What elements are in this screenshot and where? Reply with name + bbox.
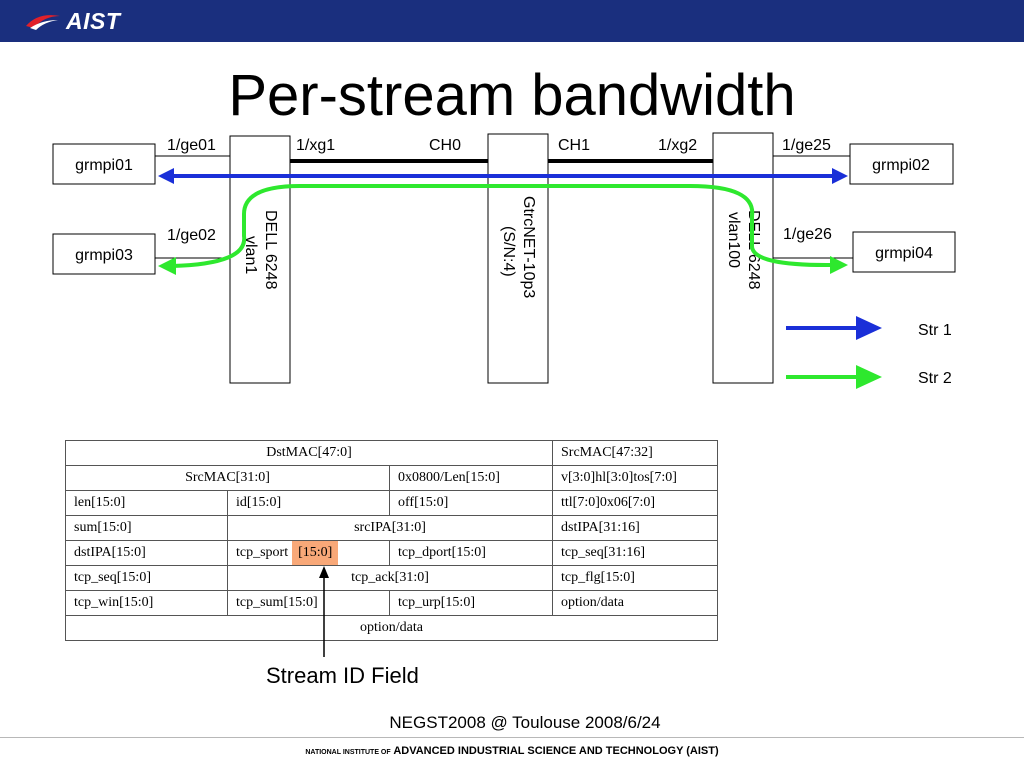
table-cell: option/data (552, 590, 718, 616)
stream1-arrow-left (158, 168, 174, 184)
port-ge26-label: 1/ge26 (783, 226, 832, 243)
port-ch0-label: CH0 (429, 137, 461, 154)
port-ge01-label: 1/ge01 (167, 137, 216, 154)
legend-stream1-label: Str 1 (918, 322, 952, 339)
table-cell: SrcMAC[47:32] (552, 440, 718, 466)
conference-note: NEGST2008 @ Toulouse 2008/6/24 (389, 713, 661, 732)
table-cell: ttl[7:0]0x06[7:0] (552, 490, 718, 516)
host-grmpi04-box (852, 231, 956, 273)
svg-text:DELL 6248: DELL 6248 (262, 210, 279, 290)
port-ge02-label: 1/ge02 (167, 227, 216, 244)
switch-dell-left-label: DELL 6248 vlan1 (242, 210, 279, 290)
aist-logo: AIST (24, 6, 120, 36)
table-cell: tcp_seq[15:0] (65, 565, 228, 591)
host-grmpi01-box (52, 143, 156, 185)
table-cell: SrcMAC[31:0] (65, 465, 390, 491)
legend-stream1-arrow (856, 316, 882, 340)
table-cell: id[15:0] (227, 490, 390, 516)
legend-stream2-arrow (856, 365, 882, 389)
network-diagram: grmpi01 grmpi03 grmpi02 grmpi04 1/ge01 1… (52, 132, 956, 389)
table-cell: v[3:0]hl[3:0]tos[7:0] (552, 465, 718, 491)
footer-divider (0, 737, 1024, 738)
table-cell: tcp_sum[15:0] (227, 590, 390, 616)
table-cell: sum[15:0] (65, 515, 228, 541)
swoosh-icon (26, 15, 60, 30)
port-xg1-label: 1/xg1 (296, 137, 335, 154)
host-grmpi01-label: grmpi01 (75, 157, 133, 174)
port-ge25-label: 1/ge25 (782, 137, 831, 154)
table-cell: option/data (65, 615, 718, 641)
page-title: Per-stream bandwidth (228, 63, 796, 128)
table-cell: DstMAC[47:0] (65, 440, 553, 466)
switch-gtrcnet-label: GtrcNET-10p3 (S/N:4) (500, 196, 537, 298)
table-cell: dstIPA[31:16] (552, 515, 718, 541)
svg-text:(S/N:4): (S/N:4) (500, 226, 517, 277)
table-cell-sport: tcp_sport [15:0] (227, 540, 390, 566)
host-grmpi04-label: grmpi04 (875, 245, 933, 262)
table-row: dstIPA[15:0] tcp_sport [15:0] tcp_dport[… (65, 540, 718, 566)
table-cell: 0x0800/Len[15:0] (389, 465, 553, 491)
table-row: option/data (65, 615, 718, 641)
table-cell: tcp_win[15:0] (65, 590, 228, 616)
switch-gtrcnet (487, 133, 549, 384)
port-ch1-label: CH1 (558, 137, 590, 154)
switch-dell-left (229, 135, 291, 384)
stream2-path (171, 184, 835, 268)
table-cell: tcp_seq[31:16] (552, 540, 718, 566)
table-cell: tcp_ack[31:0] (227, 565, 553, 591)
legend-stream2-label: Str 2 (918, 370, 952, 387)
svg-text:GtrcNET-10p3: GtrcNET-10p3 (520, 196, 537, 298)
logo-text: AIST (66, 7, 121, 34)
footer: NATIONAL INSTITUTE OF ADVANCED INDUSTRIA… (0, 745, 1024, 757)
legend-stream1: Str 1 (786, 316, 952, 340)
table-cell: tcp_urp[15:0] (389, 590, 553, 616)
table-row: SrcMAC[31:0] 0x0800/Len[15:0] v[3:0]hl[3… (65, 465, 718, 491)
table-row: DstMAC[47:0] SrcMAC[47:32] (65, 440, 718, 466)
top-banner: AIST (0, 0, 1024, 42)
host-grmpi02-label: grmpi02 (872, 157, 930, 174)
stream-id-caption: Stream ID Field (266, 663, 419, 688)
table-row: tcp_win[15:0] tcp_sum[15:0] tcp_urp[15:0… (65, 590, 718, 616)
table-row: sum[15:0] srcIPA[31:0] dstIPA[31:16] (65, 515, 718, 541)
stream2-arrow-right (830, 256, 848, 274)
stream-id-field-highlight: [15:0] (292, 541, 339, 565)
host-grmpi03-label: grmpi03 (75, 247, 133, 264)
legend-stream2: Str 2 (786, 365, 952, 389)
switch-dell-right-label: DELL 6248 vlan100 (725, 210, 762, 290)
table-cell: dstIPA[15:0] (65, 540, 228, 566)
packet-header-table: DstMAC[47:0] SrcMAC[47:32] SrcMAC[31:0] … (65, 440, 718, 641)
table-cell: tcp_dport[15:0] (389, 540, 553, 566)
table-cell: tcp_flg[15:0] (552, 565, 718, 591)
host-grmpi03-box (52, 233, 156, 275)
svg-text:vlan1: vlan1 (242, 236, 259, 274)
host-grmpi02-box (849, 143, 954, 185)
table-cell: srcIPA[31:0] (227, 515, 553, 541)
table-cell: len[15:0] (65, 490, 228, 516)
port-xg2-label: 1/xg2 (658, 137, 697, 154)
svg-text:vlan100: vlan100 (725, 212, 742, 268)
stream2-arrow-left (158, 257, 176, 275)
footer-main: ADVANCED INDUSTRIAL SCIENCE AND TECHNOLO… (393, 745, 719, 757)
footer-prefix: NATIONAL INSTITUTE OF (305, 749, 391, 756)
table-row: len[15:0] id[15:0] off[15:0] ttl[7:0]0x0… (65, 490, 718, 516)
tcp-sport-label: tcp_sport (236, 545, 289, 560)
table-cell: off[15:0] (389, 490, 553, 516)
table-row: tcp_seq[15:0] tcp_ack[31:0] tcp_flg[15:0… (65, 565, 718, 591)
stream1-arrow-right (832, 168, 848, 184)
